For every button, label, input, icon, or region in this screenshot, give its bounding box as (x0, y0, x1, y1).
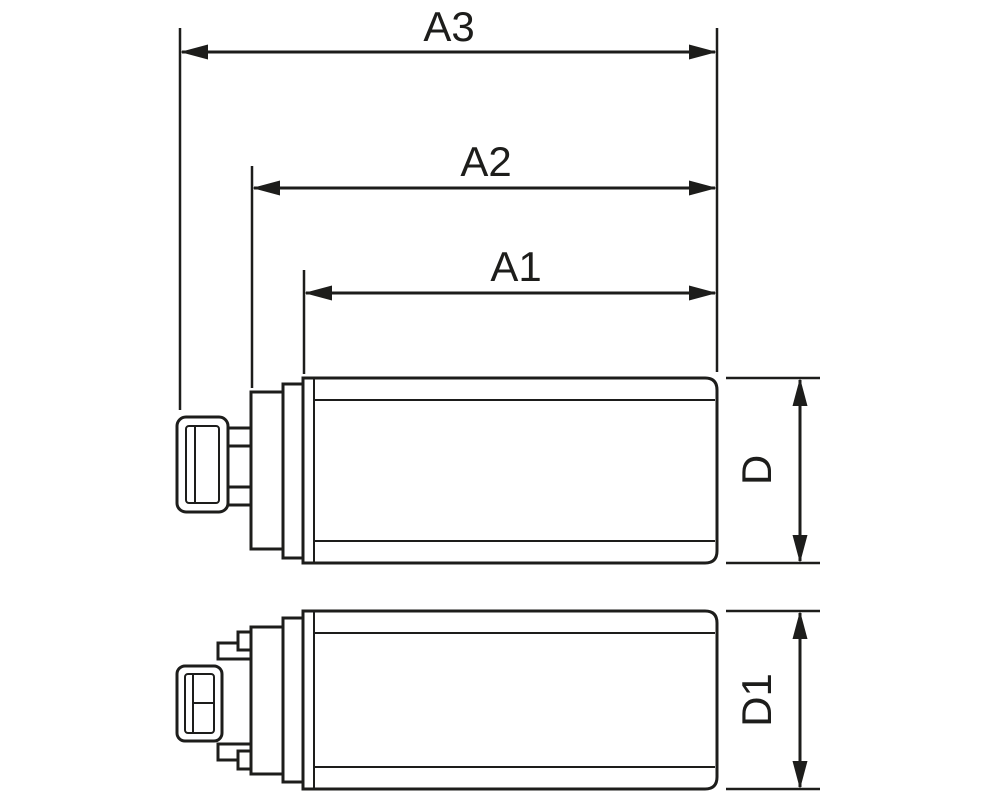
dimension-d1: D1 (726, 609, 820, 791)
arrowhead-left-icon (180, 44, 208, 60)
lamp-collar (281, 382, 305, 560)
lamp-view-bottom (175, 609, 719, 791)
lamp-tube (301, 609, 719, 791)
lamp-collar (281, 616, 305, 784)
lamp-view-top (175, 376, 719, 565)
arrowhead-down-icon (792, 761, 808, 789)
lamp-cap (175, 415, 230, 514)
dimension-a3: A3 (178, 3, 719, 410)
dimension-label-d: D (733, 455, 780, 485)
dimension-label-a3: A3 (423, 3, 474, 50)
arrowhead-right-icon (689, 44, 717, 60)
arrowhead-left-icon (252, 180, 280, 196)
dimension-label-a1: A1 (490, 243, 541, 290)
lamp-base (249, 390, 285, 551)
lamp-base (249, 625, 285, 776)
cap-inner-outline (185, 425, 220, 504)
arrowhead-up-icon (792, 378, 808, 406)
arrowhead-left-icon (304, 285, 332, 301)
dimension-label-d1: D1 (733, 673, 780, 727)
lamp-tube (301, 376, 719, 565)
dimension-a2: A2 (250, 138, 717, 388)
arrowhead-right-icon (689, 180, 717, 196)
dimension-d: D (726, 376, 820, 565)
dimension-a1: A1 (302, 243, 717, 374)
dimension-label-a2: A2 (460, 138, 511, 185)
arrowhead-down-icon (792, 535, 808, 563)
arrowhead-right-icon (689, 285, 717, 301)
arrowhead-up-icon (792, 611, 808, 639)
